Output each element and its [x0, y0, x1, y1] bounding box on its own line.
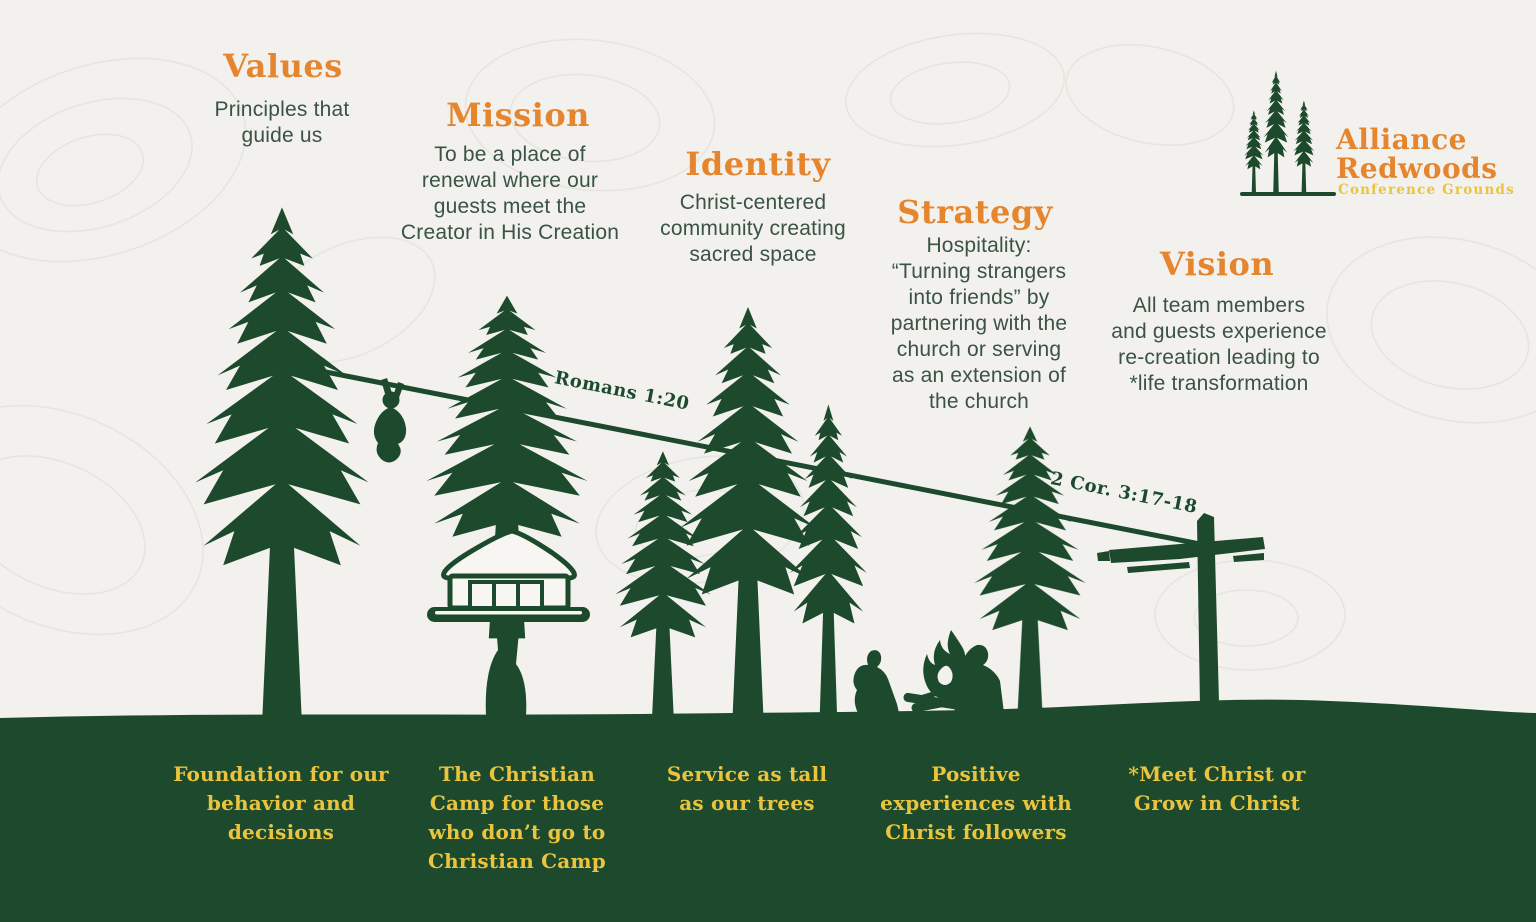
logo-name-line1: Alliance: [1336, 123, 1467, 156]
yurt-tree-trunk: [485, 600, 527, 716]
strategy-body: Hospitality: “Turning strangers into fri…: [890, 234, 1068, 413]
mission-body: To be a place of renewal where our guest…: [400, 143, 620, 244]
redwood-tree-identity: [679, 306, 817, 716]
cross-icon: [1097, 513, 1265, 711]
values-footnote: Foundation for our behavior and decision…: [173, 762, 389, 844]
redwood-tree-values: [195, 207, 369, 717]
sitting-person-left: [853, 650, 899, 713]
yurt-treehouse-icon: [427, 528, 590, 622]
vision-body: All team members and guests experience r…: [1111, 294, 1327, 395]
logo-name-line2: Redwoods: [1336, 152, 1498, 185]
ground-band: [0, 699, 1536, 922]
vision-footnote: *Meet Christ or Grow in Christ: [1128, 762, 1306, 815]
flame-icon: [923, 630, 980, 702]
strategy-heading: Strategy: [897, 193, 1053, 231]
campfire-scene: [853, 630, 1004, 713]
values-heading: Values: [223, 47, 343, 85]
redwood-tree-thin: [789, 404, 867, 716]
identity-body: Christ-centered community creating sacre…: [660, 191, 846, 266]
strategy-footnote: Positive experiences with Christ followe…: [880, 762, 1072, 844]
values-body: Principles that guide us: [214, 98, 350, 147]
mission-heading: Mission: [446, 96, 590, 134]
logo-subtitle: Conference Grounds: [1338, 182, 1515, 198]
mission-footnote: The Christian Camp for those who don’t g…: [428, 762, 606, 873]
zipliner-icon: [373, 378, 407, 463]
logo-trees-icon: [1240, 70, 1336, 196]
vision-heading: Vision: [1159, 245, 1275, 283]
identity-footnote: Service as tall as our trees: [666, 762, 828, 815]
identity-heading: Identity: [685, 145, 831, 183]
